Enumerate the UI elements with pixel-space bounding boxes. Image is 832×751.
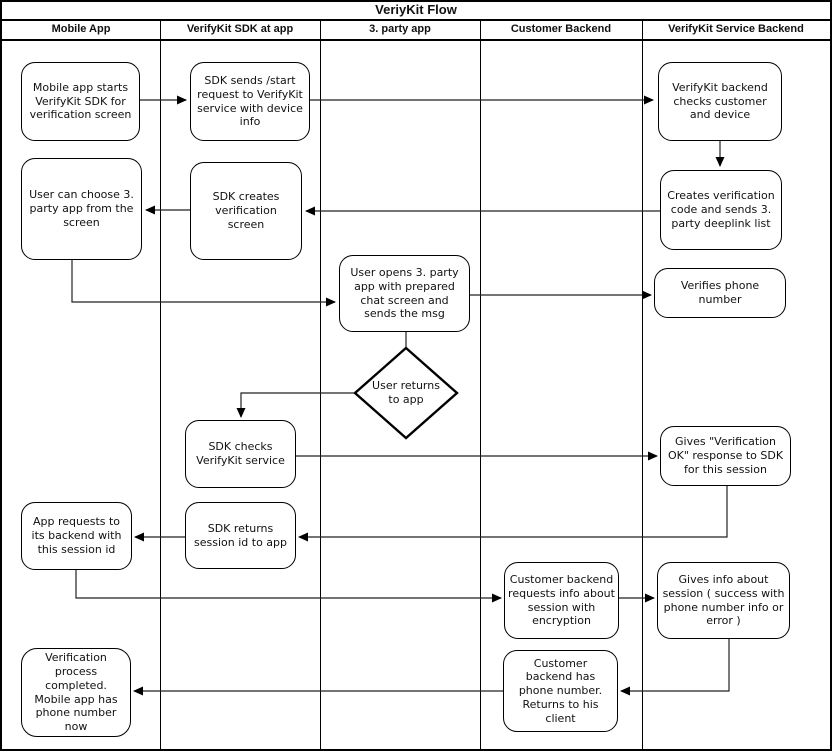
node-verification-completed: Verification process completed. Mobile a… [21, 648, 131, 737]
lane-divider-2 [320, 19, 321, 749]
lane-header-verifykit-service-backend: VerifyKit Service Backend [668, 23, 804, 35]
node-gives-info-about-session: Gives info about session ( success with … [657, 562, 790, 639]
node-user-can-choose-3rd-party: User can choose 3. party app from the sc… [21, 158, 142, 260]
node-mobile-app-starts-sdk: Mobile app starts VerifyKit SDK for veri… [21, 62, 140, 141]
decision-user-returns-to-app: User returns to app [372, 379, 440, 406]
arrow-decision-to-sdk-checks-service [236, 392, 355, 418]
lane-header-verifykit-sdk: VerifyKit SDK at app [186, 23, 294, 35]
header-divider [2, 39, 830, 41]
node-sdk-sends-start-request: SDK sends /start request to VerifyKit se… [190, 62, 310, 141]
node-creates-verification-code: Creates verification code and sends 3. p… [660, 170, 782, 250]
arrow-user-can-choose-to-user-opens-app [71, 260, 336, 307]
lane-divider-1 [160, 19, 161, 749]
arrow-gives-info-to-customer-has-phone [620, 639, 730, 696]
arrow-app-requests-to-customer-requests [75, 570, 502, 603]
lane-divider-4 [642, 19, 643, 749]
node-verifykit-backend-checks: VerifyKit backend checks customer and de… [658, 62, 782, 141]
node-user-opens-3rd-party-app: User opens 3. party app with prepared ch… [339, 255, 470, 332]
node-sdk-checks-verifykit-service: SDK checks VerifyKit service [185, 420, 296, 488]
node-customer-backend-has-phone: Customer backend has phone number. Retur… [503, 650, 618, 732]
lane-divider-3 [480, 19, 481, 749]
node-customer-backend-requests-info: Customer backend requests info about ses… [504, 562, 619, 639]
node-verifies-phone-number: Verifies phone number [654, 268, 786, 318]
title-divider [2, 19, 830, 21]
lane-header-customer-backend: Customer Backend [510, 23, 612, 35]
arrow-gives-ok-to-sdk-returns-session [298, 486, 728, 542]
node-sdk-returns-session-id: SDK returns session id to app [185, 502, 296, 569]
node-sdk-creates-verification-screen: SDK creates verification screen [190, 162, 302, 260]
node-app-requests-backend: App requests to its backend with this se… [21, 502, 132, 570]
lane-header-3rd-party-app: 3. party app [369, 23, 431, 35]
lane-header-mobile-app: Mobile App [51, 23, 111, 35]
node-gives-verification-ok: Gives "Verification OK" response to SDK … [660, 426, 791, 486]
page-title: VeriyKit Flow [375, 2, 457, 17]
